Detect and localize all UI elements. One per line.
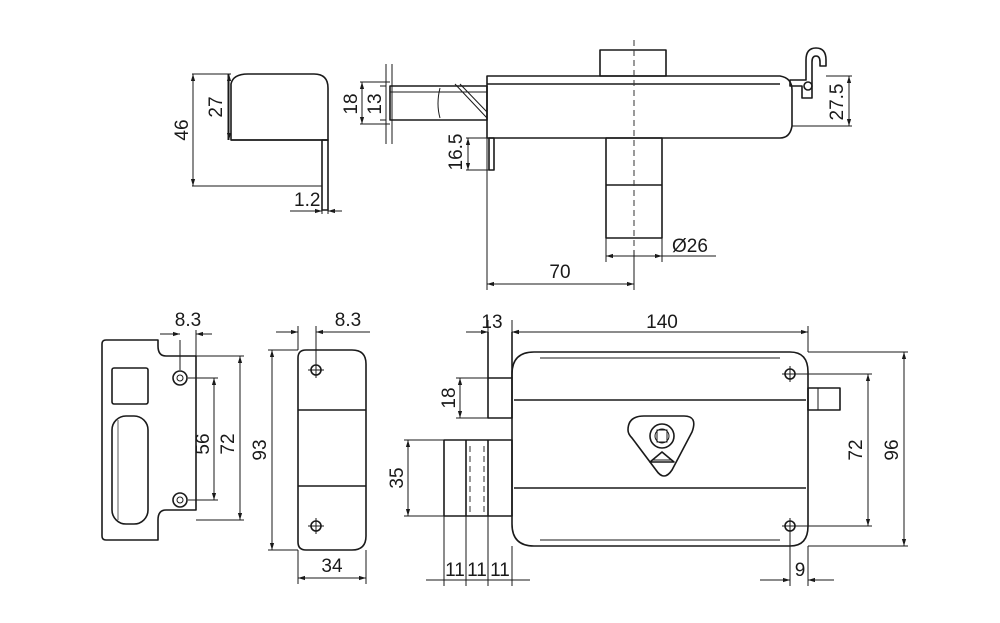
dim-body-width: 140 (646, 312, 678, 333)
dim-cylinder-step-2: 11 (467, 560, 487, 581)
dim-hook-height: 27.5 (827, 84, 848, 121)
dim-body-height: 96 (882, 439, 903, 460)
dim-bolt-offset-outer: 18 (341, 93, 362, 114)
keeper-view (268, 326, 370, 584)
dim-cylinder-diameter: Ø26 (672, 236, 708, 257)
dim-keeper-height: 93 (250, 439, 271, 460)
dim-strike-hole-offset: 8.3 (175, 310, 201, 331)
dim-strike-hole-spacing: 56 (193, 433, 214, 454)
dim-stud-offset: 16.5 (446, 134, 467, 171)
dim-keeper-hole-offset: 8.3 (335, 310, 361, 331)
dim-cap-plate-thickness: 1.2 (294, 190, 320, 211)
lock-front-view (404, 320, 908, 586)
dim-cylinder-length: 70 (549, 262, 570, 283)
dim-strike-height: 72 (218, 433, 239, 454)
dim-cap-height-total: 46 (172, 119, 193, 140)
dim-bolt-projection: 13 (481, 312, 502, 333)
dim-fixing-hole-spacing: 72 (846, 439, 867, 460)
lock-top-view (359, 40, 852, 290)
dim-keeper-width: 34 (321, 556, 343, 577)
dim-cylinder-step-3: 11 (490, 560, 510, 581)
dim-fixing-hole-offset: 9 (795, 560, 806, 581)
dim-bolt-height: 18 (439, 387, 460, 408)
dim-cylinder-projection: 35 (387, 467, 408, 488)
dim-cylinder-step-1: 11 (445, 560, 465, 581)
dim-bolt-offset-inner: 13 (365, 93, 386, 114)
cap-side-view (190, 73, 342, 214)
strike-plate-view (101, 330, 244, 541)
dim-cap-height: 27 (206, 96, 227, 117)
